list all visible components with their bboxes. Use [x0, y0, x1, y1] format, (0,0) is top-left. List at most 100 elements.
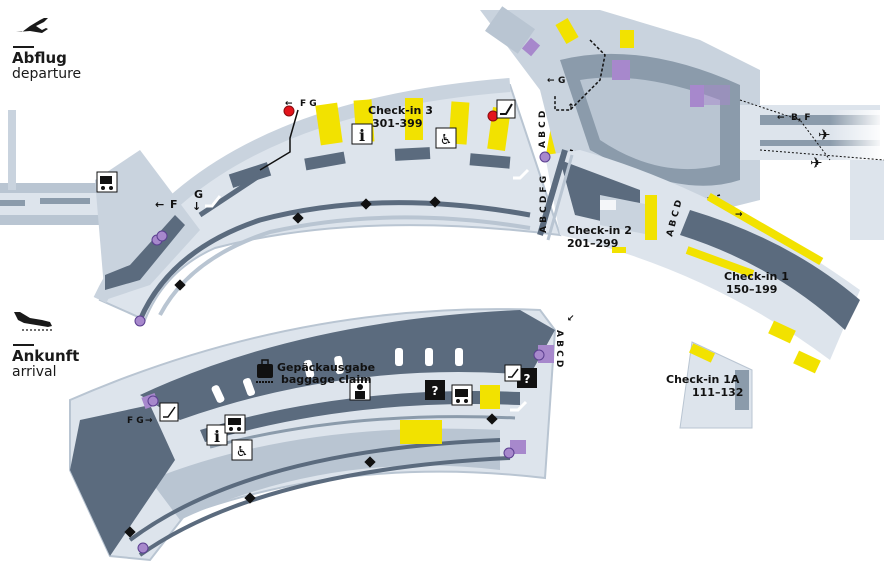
escalator-icon	[205, 195, 222, 208]
wheelchair-icon: ♿	[231, 439, 253, 461]
svg-text:i: i	[214, 427, 220, 446]
direction-arrow-icon: ↑	[567, 103, 575, 113]
right-pier	[739, 99, 884, 240]
checkin-3-range: 301-399	[372, 117, 423, 130]
arrival-label-de: Ankunft	[12, 344, 80, 365]
checkin-1-name: Check-in 1	[724, 270, 789, 283]
checkin-1a-counter	[689, 343, 715, 363]
baggage-claim-icon	[256, 359, 274, 383]
security-line	[259, 109, 299, 171]
checkin-2-range: 201–299	[567, 237, 618, 250]
departure-dark-line	[198, 169, 267, 218]
customs-officer-icon	[349, 379, 371, 401]
luggage-cart-icon	[600, 200, 616, 210]
baggage-claim-label-de: Gepäckausgabe	[277, 361, 375, 374]
direction-arrow-icon: ↙	[567, 314, 575, 324]
svg-text:♿: ♿	[440, 132, 453, 148]
upper-purple-blocks	[521, 37, 704, 107]
departure-counters	[228, 147, 511, 188]
direction-arrow-icon: →	[735, 210, 743, 220]
purple-circle-markers	[134, 151, 551, 554]
gate-label-abcd-arrival: A B C D	[554, 330, 564, 367]
baggage-belt	[200, 391, 520, 442]
wheelchair-icon: ♿	[435, 127, 457, 149]
purple-marker	[134, 315, 146, 327]
svg-text:?: ?	[432, 384, 439, 398]
svg-text:✈: ✈	[818, 126, 831, 144]
arrival-yellow-areas	[400, 385, 500, 444]
direction-arrow-icon: ↓	[192, 200, 201, 213]
upper-yellow-blocks	[555, 17, 634, 48]
gate-label-abcd-vertical: A B C D	[538, 111, 548, 148]
departure-plane-icon	[16, 18, 48, 33]
svg-text:♿: ♿	[236, 444, 249, 460]
checkin-1a-wall	[735, 370, 749, 410]
gate-label-abcdfg-vertical: A B C D F G	[539, 176, 549, 233]
gate-label-f-left: F	[170, 198, 178, 211]
svg-text:✈: ✈	[810, 154, 823, 172]
arrival-label-en: arrival	[12, 364, 57, 380]
luggage-cart-icon	[224, 414, 246, 434]
arrival-pillars	[211, 348, 463, 403]
airplane-icon: ✈	[818, 126, 831, 144]
escalator-icon	[496, 99, 516, 119]
baggage-belt-2	[209, 415, 516, 449]
gate-label-fg-top: F G	[300, 99, 317, 109]
checkin-1-block	[680, 210, 860, 330]
checkin-2-name: Check-in 2	[567, 224, 632, 237]
escalator-icon	[159, 402, 179, 422]
direction-arrow-icon: ←	[547, 76, 555, 86]
central-dash-1	[554, 39, 606, 111]
gate-label-g-left: G	[194, 188, 203, 201]
luggage-cart-icon	[96, 171, 118, 193]
direction-arrow-icon: ←	[155, 198, 164, 211]
direction-arrow-icon: ←	[285, 99, 293, 109]
escalator-icon	[513, 168, 530, 180]
escalator-icon	[510, 400, 528, 412]
luggage-cart-icon	[451, 384, 473, 406]
checkin-1-range: 150–199	[726, 283, 777, 296]
arrival-plane-icon	[14, 312, 52, 331]
purple-marker	[533, 349, 545, 361]
divider-strip-2	[546, 154, 574, 241]
departure-inner-wall-2	[158, 215, 531, 316]
arrival-lower-walls	[128, 438, 511, 557]
red-circle-markers	[283, 105, 499, 122]
red-marker	[283, 105, 295, 117]
lost-and-found-icon: ?	[517, 368, 537, 388]
checkin-3-name: Check-in 3	[368, 104, 433, 117]
gate-label-g-top: G	[558, 76, 565, 86]
direction-arrow-icon: →	[145, 416, 153, 426]
purple-marker	[539, 151, 551, 163]
departure-legend: Abflug departure	[12, 14, 81, 83]
arrival-left-block	[70, 405, 175, 556]
arrival-lower-rooms	[150, 428, 500, 520]
airplane-icon: ✈	[810, 154, 823, 172]
svg-text:?: ?	[524, 372, 531, 386]
checkin-1-2-counters	[612, 193, 824, 374]
departure-label-en: departure	[12, 66, 82, 82]
upper-right-blocks	[485, 6, 730, 105]
checkin-1a-name: Check-in 1A	[666, 373, 740, 386]
central-core	[580, 77, 720, 170]
information-icon: i	[351, 123, 373, 145]
lost-and-found-icon: ?	[425, 380, 445, 400]
purple-marker	[503, 447, 515, 459]
svg-text:i: i	[359, 126, 365, 145]
departure-inner-wall	[137, 200, 531, 321]
arrival-outer-wall	[140, 310, 555, 420]
baggage-claim-label-en: baggage claim	[281, 373, 372, 386]
checkin-1a-range: 111–132	[692, 386, 743, 399]
divider-strip	[537, 149, 568, 236]
checkin-1a-island	[679, 341, 753, 429]
direction-arrow-icon: ←	[777, 113, 785, 123]
escalator-icon	[504, 364, 522, 382]
departure-left-wing	[95, 150, 200, 300]
arrival-legend: Ankunft arrival	[12, 308, 79, 381]
gate-label-bf: B, F	[791, 113, 811, 123]
departure-label-de: Abflug	[12, 46, 81, 66]
purple-marker	[137, 542, 149, 554]
gate-label-fg-arrival: F G	[127, 416, 144, 426]
